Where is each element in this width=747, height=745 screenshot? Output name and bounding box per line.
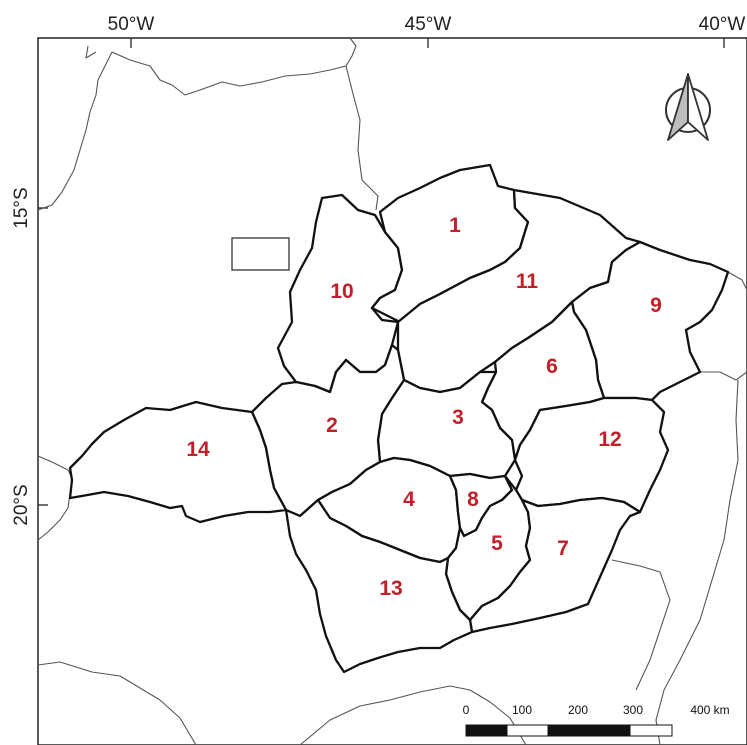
lon-tick-label-45w: 45°W: [405, 14, 452, 35]
region-label-9: 9: [650, 294, 662, 317]
region-label-12: 12: [598, 428, 621, 451]
scale-label-100: 100: [512, 703, 532, 717]
region-label-3: 3: [452, 406, 464, 429]
region-label-5: 5: [491, 532, 503, 555]
region-7-shape[interactable]: [468, 496, 642, 634]
lon-tick-label-40w: 40°W: [699, 14, 746, 35]
region-label-10: 10: [330, 280, 353, 303]
region-13-shape[interactable]: [284, 498, 474, 674]
region-label-1: 1: [449, 214, 461, 237]
lat-tick-label-20s: 20°S: [11, 484, 32, 525]
scale-label-0: 0: [463, 703, 470, 717]
longitude-axis: [130, 38, 725, 48]
region-label-13: 13: [379, 577, 402, 600]
scale-bar: 0 100 200 300 400 km: [463, 703, 730, 737]
region-labels: 1 2 3 4 5 6 7 8 9 10 11 12 13 14: [186, 214, 662, 600]
region-12-shape[interactable]: [513, 396, 670, 514]
region-label-14: 14: [186, 438, 210, 461]
scale-label-300: 300: [623, 703, 643, 717]
region-label-2: 2: [326, 414, 338, 437]
scale-label-400km: 400 km: [690, 703, 729, 717]
lat-tick-label-15s: 15°S: [11, 187, 32, 228]
scale-label-200: 200: [568, 703, 588, 717]
region-label-11: 11: [516, 270, 539, 293]
region-label-6: 6: [546, 355, 558, 378]
region-label-4: 4: [403, 488, 415, 511]
region-14-shape[interactable]: [68, 400, 288, 524]
region-label-7: 7: [557, 537, 569, 560]
regions: [68, 163, 730, 674]
lon-tick-label-50w: 50°W: [108, 14, 155, 35]
region-label-8: 8: [467, 488, 479, 511]
north-arrow-icon: [665, 73, 711, 141]
